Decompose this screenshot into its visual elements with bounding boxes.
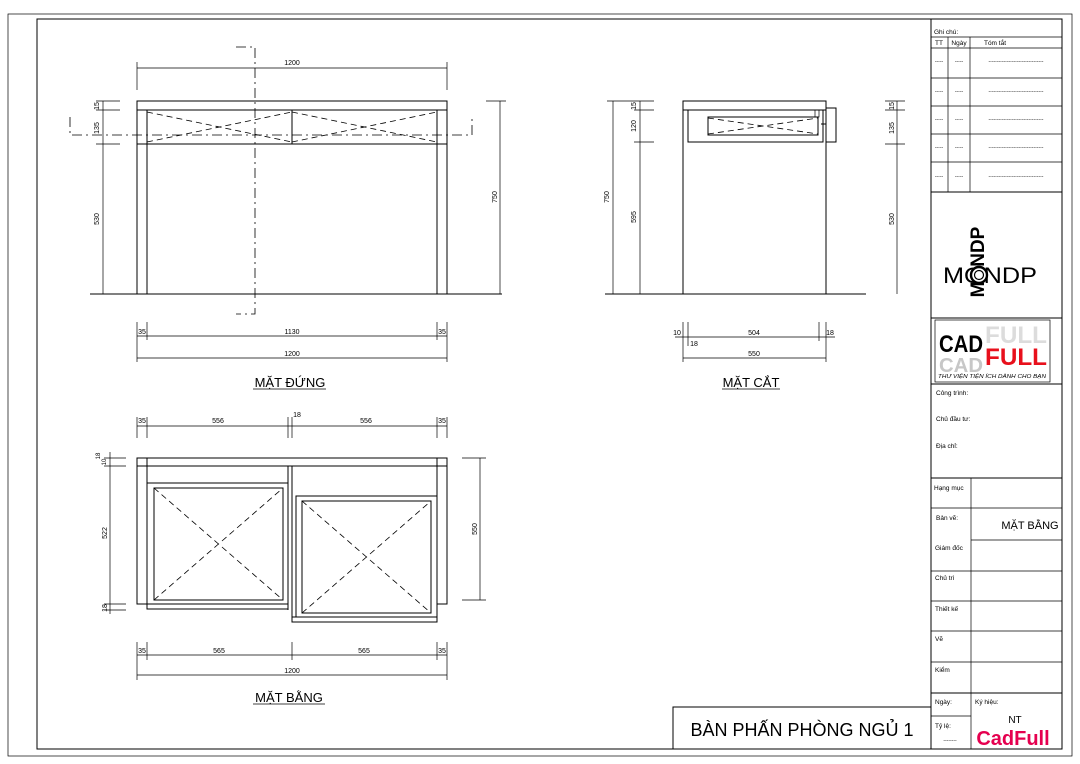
- note-row-5-date: -----: [955, 174, 964, 180]
- notes-col-date: Ngày: [951, 40, 967, 47]
- note-row-4-tt: -----: [935, 145, 944, 151]
- notes-col-summary: Tóm tắt: [984, 38, 1006, 47]
- plan-dim-bottom-total: 1200: [284, 668, 300, 675]
- inner-frame: [36, 18, 1063, 750]
- cadfull-logo: CAD CAD FULL FULL THƯ VIỆN TIỆN ÍCH DÀNH…: [934, 319, 1051, 383]
- date-label: Ngày:: [935, 699, 952, 706]
- section-dim-right-2: 135: [889, 122, 896, 134]
- drawing-label: Bản vẽ:: [936, 515, 958, 522]
- front-dim-bottom-1: 35: [138, 329, 146, 336]
- category-label: Hạng mục: [934, 485, 964, 492]
- section-dim-left-3: 595: [631, 211, 638, 223]
- cadfull-logo-cad: CAD: [939, 331, 983, 358]
- section-dim-left-1: 15: [631, 102, 638, 110]
- section-dim-right-3: 530: [889, 213, 896, 225]
- front-dim-bottom-2: 1130: [284, 329, 299, 336]
- note-row-1-date: -----: [955, 59, 964, 65]
- section-dim-left-2: 120: [631, 120, 638, 132]
- note-row-4-summary: ---------------------------------: [989, 145, 1044, 151]
- drawing-value: MẶT BẰNG: [1001, 519, 1058, 532]
- cadfull-watermark: CadFull: [976, 728, 1049, 750]
- note-row-3-summary: ---------------------------------: [989, 117, 1044, 123]
- designer-label: Thiết kế: [935, 604, 959, 613]
- scale-value: --------: [943, 738, 957, 744]
- note-row-5-tt: -----: [935, 174, 944, 180]
- section-view: [605, 100, 905, 390]
- section-dim-left-outer: 750: [604, 191, 611, 203]
- front-view: [69, 46, 506, 390]
- front-dim-bottom-3: 35: [438, 329, 446, 336]
- plan-dim-top-2: 556: [212, 418, 224, 425]
- cadfull-logo-full: FULL: [985, 344, 1047, 371]
- cadfull-logo-tagline: THƯ VIỆN TIỆN ÍCH DÀNH CHO BẠN: [938, 372, 1046, 380]
- plan-dim-left-3: 522: [102, 527, 109, 539]
- front-dim-bottom-total: 1200: [284, 351, 300, 358]
- project-label: Công trình:: [936, 390, 968, 397]
- plan-dim-top-1: 35: [138, 418, 146, 425]
- note-row-2-date: -----: [955, 89, 964, 95]
- section-dim-bottom-2: 504: [748, 330, 760, 337]
- note-row-3-tt: -----: [935, 117, 944, 123]
- note-row-4-date: -----: [955, 145, 964, 151]
- note-row-2-summary: ---------------------------------: [989, 89, 1044, 95]
- note-row-1-summary: ---------------------------------: [989, 59, 1044, 65]
- outer-frame: [7, 13, 1073, 757]
- plan-dim-left-1: 18: [96, 452, 102, 459]
- plan-dim-bottom-1: 35: [138, 648, 146, 655]
- plan-view: [104, 417, 486, 705]
- section-dim-bottom-sub: 18: [690, 341, 698, 348]
- sheet-title: BÀN PHẤN PHÒNG NGỦ 1: [690, 719, 913, 740]
- plan-dim-bottom-2: 565: [213, 648, 225, 655]
- section-dim-right-1: 15: [889, 102, 896, 110]
- cadfull-logo-full-shadow: FULL: [985, 322, 1047, 349]
- note-row-1-tt: -----: [935, 59, 944, 65]
- address-label: Địa chỉ:: [936, 442, 958, 450]
- scale-label: Tỷ lệ:: [935, 723, 951, 730]
- mondp-logo-horizontal: MONDP: [943, 263, 1037, 288]
- front-dim-left-3: 530: [94, 213, 101, 225]
- notes-col-tt: TT: [935, 40, 943, 47]
- plan-dim-left-2: 10: [102, 458, 108, 465]
- section-view-title: MẶT CẮT: [723, 375, 780, 390]
- plan-dim-top-5: 35: [438, 418, 446, 425]
- plan-dim-top-4: 556: [360, 418, 372, 425]
- notes-label: Ghi chú:: [934, 29, 958, 36]
- plan-dim-right: 550: [472, 523, 479, 535]
- owner-label: Chủ đầu tư:: [936, 414, 971, 423]
- cadfull-logo-cad-reflection: CAD: [939, 355, 983, 377]
- plan-view-title: MẶT BẰNG: [255, 690, 323, 705]
- director-label: Giám đốc: [935, 543, 964, 552]
- section-dim-bottom-3: 18: [826, 330, 834, 337]
- plan-dim-bottom-4: 35: [438, 648, 446, 655]
- plan-dim-left-4: 18: [102, 604, 109, 612]
- note-row-2-tt: -----: [935, 89, 944, 95]
- front-dim-top: 1200: [284, 60, 300, 67]
- front-dim-left-1: 15: [94, 102, 101, 110]
- section-dim-bottom-1: 10: [673, 330, 681, 337]
- note-row-3-date: -----: [955, 117, 964, 123]
- mondp-logo: MONDP MONDP: [943, 226, 1037, 297]
- front-dim-right: 750: [492, 191, 499, 203]
- code-value: NT: [1008, 715, 1021, 726]
- note-row-5-summary: ---------------------------------: [989, 174, 1044, 180]
- title-block: [930, 18, 1063, 750]
- front-dim-left-2: 135: [94, 122, 101, 134]
- section-dim-bottom-total: 550: [748, 351, 760, 358]
- plan-dim-top-3: 18: [293, 412, 301, 419]
- front-view-title: MẶT ĐỨNG: [255, 375, 326, 390]
- checker-label: Kiểm: [935, 666, 950, 674]
- lead-label: Chủ trì: [935, 574, 955, 582]
- plan-dim-bottom-3: 565: [358, 648, 370, 655]
- drafter-label: Vẽ: [935, 636, 943, 643]
- code-label: Ký hiệu:: [975, 699, 999, 706]
